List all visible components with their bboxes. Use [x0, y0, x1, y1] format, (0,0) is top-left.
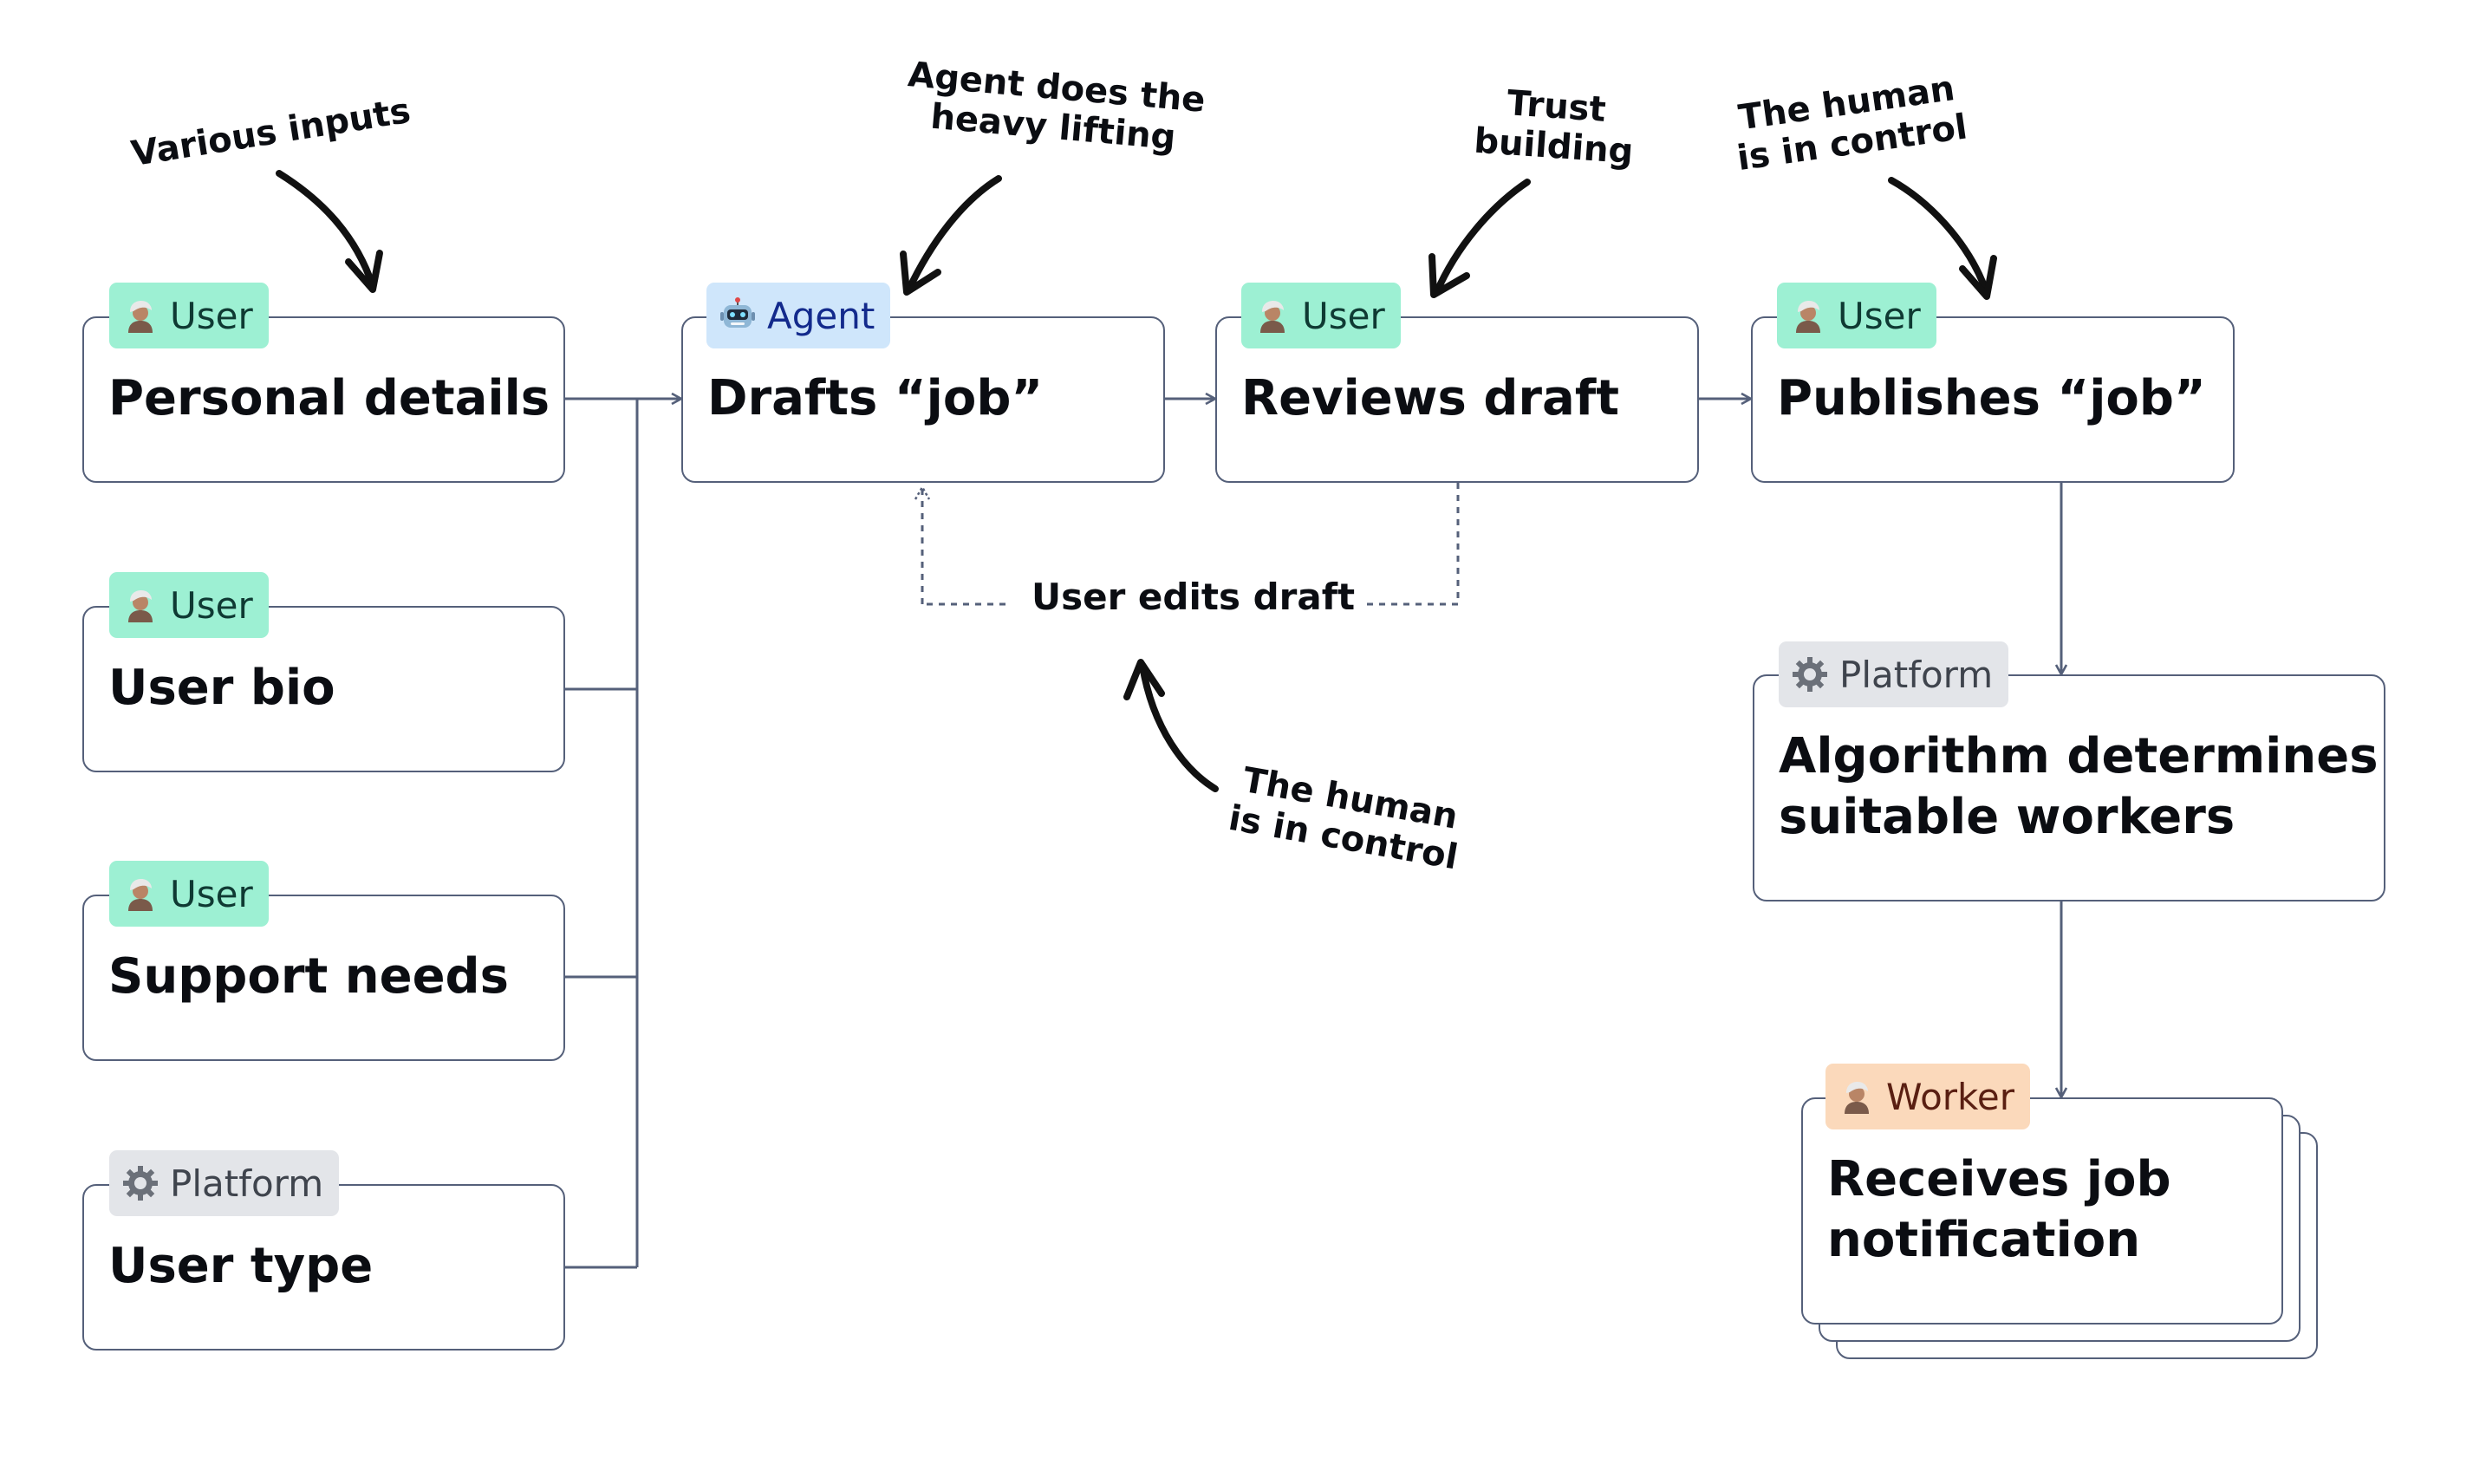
node-algorithm: Algorithm determines suitable workers: [1753, 674, 2385, 901]
input-bus-connector: [565, 399, 681, 1269]
tag-label: Platform: [1839, 653, 1994, 696]
node-title-line2: suitable workers: [1779, 789, 2235, 845]
user-edits-draft-label: User edits draft: [1023, 576, 1364, 618]
user-tag: User: [109, 572, 269, 638]
node-title: Drafts “job”: [707, 370, 1044, 426]
tag-label: User: [170, 583, 253, 627]
various-inputs-arrow: [276, 170, 376, 290]
trust-building-arrow: [1433, 179, 1531, 296]
user-tag: User: [1241, 283, 1401, 348]
agent-heavy-arrow: [905, 175, 1002, 294]
tag-label: User: [1838, 294, 1921, 337]
node-title: Support needs: [108, 948, 509, 1005]
tag-label: User: [170, 872, 253, 915]
edit-loop-connector: [921, 483, 1460, 606]
person-avatar-icon: [1789, 296, 1827, 335]
node-title-line1: Receives job: [1827, 1151, 2171, 1207]
node-drafts-job: Drafts “job”: [681, 316, 1165, 483]
human-control-top-arrow: [1888, 177, 1990, 296]
worker-tag: Worker: [1825, 1064, 2030, 1129]
user-tag: User: [1777, 283, 1936, 348]
agent-tag: Agent: [706, 283, 891, 348]
node-title: Personal details: [108, 370, 550, 426]
platform-tag: Platform: [1779, 641, 2009, 707]
gear-icon: [121, 1164, 159, 1202]
tag-label: User: [170, 294, 253, 337]
node-title: User bio: [108, 660, 335, 716]
node-title: User type: [108, 1238, 374, 1294]
person-avatar-icon: [1253, 296, 1292, 335]
tag-label: Worker: [1886, 1075, 2014, 1118]
tag-label: Agent: [767, 294, 875, 337]
person-avatar-icon: [121, 586, 159, 624]
node-title-line2: notification: [1827, 1212, 2141, 1268]
gear-icon: [1791, 655, 1829, 693]
platform-tag: Platform: [109, 1150, 340, 1216]
robot-icon: [719, 296, 757, 335]
user-tag: User: [109, 861, 269, 927]
node-receives-notification: Receives job notification: [1801, 1097, 2283, 1325]
person-avatar-icon: [121, 875, 159, 913]
node-user-bio: User bio: [82, 606, 565, 772]
human-control-mid-arrow: [1139, 662, 1219, 792]
tag-label: User: [1302, 294, 1385, 337]
person-avatar-icon: [121, 296, 159, 335]
annotation-arrows: [276, 170, 1997, 792]
node-title: Publishes “job”: [1777, 370, 2206, 426]
tag-label: Platform: [170, 1162, 324, 1205]
user-tag: User: [109, 283, 269, 348]
edit-loop-arrowhead: [914, 485, 931, 500]
annotation-trust-building: Trust building: [1473, 81, 1637, 172]
node-title: Reviews draft: [1241, 370, 1619, 426]
person-avatar-icon: [1838, 1077, 1876, 1116]
node-title-line1: Algorithm determines: [1779, 728, 2379, 784]
